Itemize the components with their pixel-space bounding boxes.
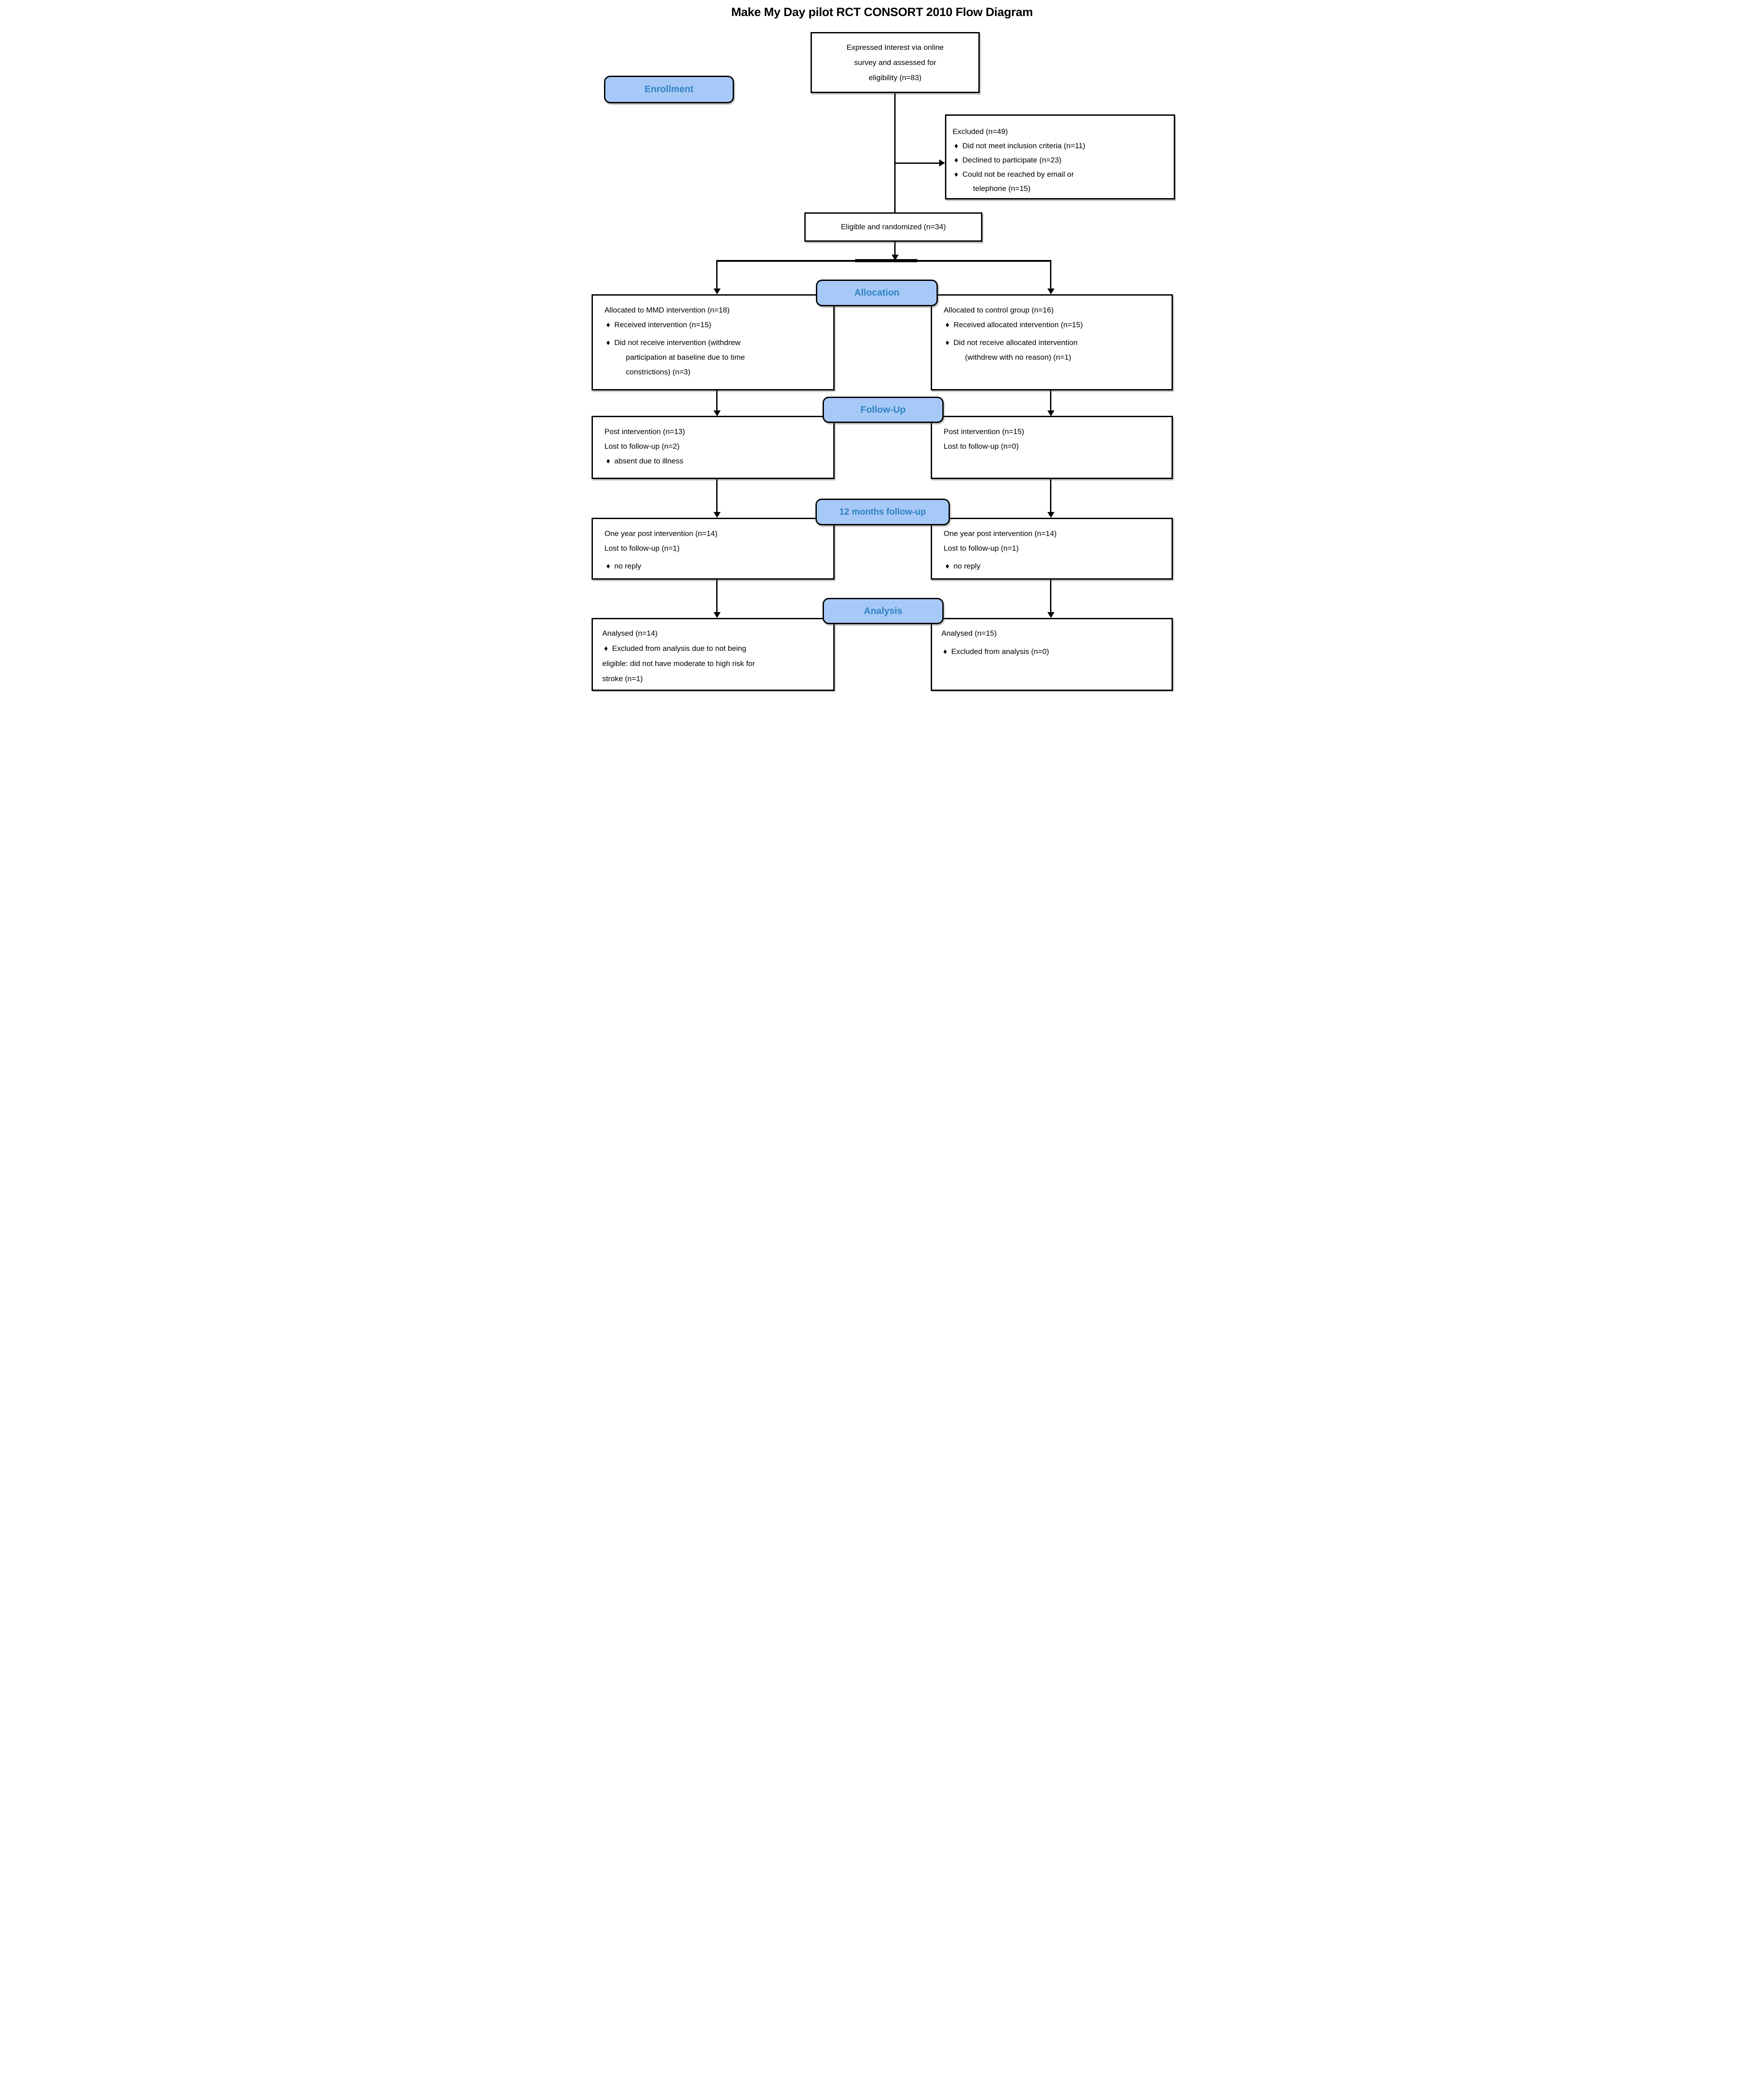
text-line: ♦ no reply [945, 562, 981, 570]
text-line: Eligible and randomized (n=34) [841, 223, 946, 231]
arrowhead-12m-right [1047, 512, 1054, 518]
text-line: telephone (n=15) [973, 184, 1031, 193]
connector-branch-to-excluded [895, 162, 939, 164]
text-line: stroke (n=1) [602, 674, 643, 683]
arrowhead-alloc-left [714, 288, 721, 294]
text-line: ♦ Excluded from analysis due to not bein… [604, 644, 746, 653]
text-line: Allocated to control group (n=16) [944, 306, 1054, 314]
box-analysed-control: Analysed (n=15) ♦ Excluded from analysis… [931, 618, 1173, 691]
connector-split-to-alloc-right [1050, 261, 1051, 288]
text-line: ♦ Received intervention (n=15) [606, 321, 711, 329]
text-line: ♦ Did not meet inclusion criteria (n=11) [954, 142, 1086, 150]
text-line: Excluded (n=49) [953, 127, 1008, 136]
text-line: participation at baseline due to time [626, 353, 745, 361]
arrowhead-fu-right [1047, 410, 1054, 416]
text-line: ♦ no reply [606, 562, 641, 570]
band-analysis: Analysis [823, 598, 944, 624]
diagram-title: Make My Day pilot RCT CONSORT 2010 Flow … [731, 5, 1033, 19]
band-allocation: Allocation [816, 280, 938, 306]
text-line: Lost to follow-up (n=1) [944, 544, 1019, 552]
box-followup-control: Post intervention (n=15) Lost to follow-… [931, 416, 1173, 479]
arrowhead-fu-left [714, 410, 721, 416]
connector-fu-to-12m-left [716, 479, 718, 512]
connector-top-to-eligible [894, 93, 896, 213]
box-allocated-intervention: Allocated to MMD intervention (n=18) ♦ R… [592, 294, 835, 390]
band-followup: Follow-Up [823, 397, 944, 423]
text-line: ♦ Received allocated intervention (n=15) [945, 321, 1083, 329]
text-line: Lost to follow-up (n=0) [944, 442, 1019, 451]
connector-alloc-to-fu-left [716, 390, 718, 410]
band-enrollment: Enrollment [604, 76, 734, 103]
text-line: Allocated to MMD intervention (n=18) [604, 306, 730, 314]
text-line: ♦ Declined to participate (n=23) [954, 156, 1062, 164]
connector-12m-to-analysis-right [1050, 580, 1051, 612]
split-line-thick-segment [855, 259, 917, 262]
arrowhead-split [892, 255, 899, 260]
connector-eligible-to-split [894, 242, 896, 255]
box-excluded: Excluded (n=49) ♦ Did not meet inclusion… [945, 114, 1175, 199]
text-line: Analysed (n=15) [941, 629, 997, 638]
band-label: Enrollment [645, 84, 693, 94]
text-line: Post intervention (n=15) [944, 427, 1024, 436]
arrowhead-analysis-right [1047, 612, 1054, 618]
text-line: One year post intervention (n=14) [604, 529, 718, 538]
connector-fu-to-12m-right [1050, 479, 1051, 512]
text-line: eligibility (n=83) [868, 73, 922, 82]
text-line: ♦ Did not receive allocated intervention [945, 338, 1078, 347]
arrowhead-12m-left [714, 512, 721, 518]
text-line: ♦ Could not be reached by email or [954, 170, 1074, 179]
band-label: Follow-Up [860, 404, 906, 415]
arrowhead-alloc-right [1047, 288, 1054, 294]
text-line: Expressed Interest via online [846, 43, 944, 52]
text-line: constrictions) (n=3) [626, 368, 691, 376]
box-followup-intervention: Post intervention (n=13) Lost to follow-… [592, 416, 835, 479]
consort-flow-diagram: Make My Day pilot RCT CONSORT 2010 Flow … [588, 0, 1176, 692]
text-line: Lost to follow-up (n=1) [604, 544, 680, 552]
connector-12m-to-analysis-left [716, 580, 718, 612]
band-12-months-followup: 12 months follow-up [815, 499, 950, 525]
text-line: Analysed (n=14) [602, 629, 658, 638]
box-analysed-intervention: Analysed (n=14) ♦ Excluded from analysis… [592, 618, 835, 691]
text-line: One year post intervention (n=14) [944, 529, 1057, 538]
connector-alloc-to-fu-right [1050, 390, 1051, 410]
box-expressed-interest: Expressed Interest via online survey and… [811, 32, 980, 93]
box-12m-control: One year post intervention (n=14) Lost t… [931, 518, 1173, 580]
box-allocated-control: Allocated to control group (n=16) ♦ Rece… [931, 294, 1173, 390]
box-eligible-randomized: Eligible and randomized (n=34) [804, 212, 982, 242]
box-12m-intervention: One year post intervention (n=14) Lost t… [592, 518, 835, 580]
text-line: survey and assessed for [854, 58, 937, 67]
text-line: ♦ absent due to illness [606, 457, 684, 465]
text-line: ♦ Did not receive intervention (withdrew [606, 338, 741, 347]
band-label: 12 months follow-up [839, 507, 926, 517]
text-line: Post intervention (n=13) [604, 427, 685, 436]
text-line: Lost to follow-up (n=2) [604, 442, 680, 451]
band-label: Allocation [854, 288, 900, 298]
arrowhead-excluded [939, 159, 945, 166]
connector-split-to-alloc-left [716, 261, 718, 288]
text-line: (withdrew with no reason) (n=1) [965, 353, 1071, 361]
band-label: Analysis [864, 605, 903, 616]
arrowhead-analysis-left [714, 612, 721, 618]
text-line: eligible: did not have moderate to high … [602, 659, 755, 668]
text-line: ♦ Excluded from analysis (n=0) [943, 647, 1049, 656]
